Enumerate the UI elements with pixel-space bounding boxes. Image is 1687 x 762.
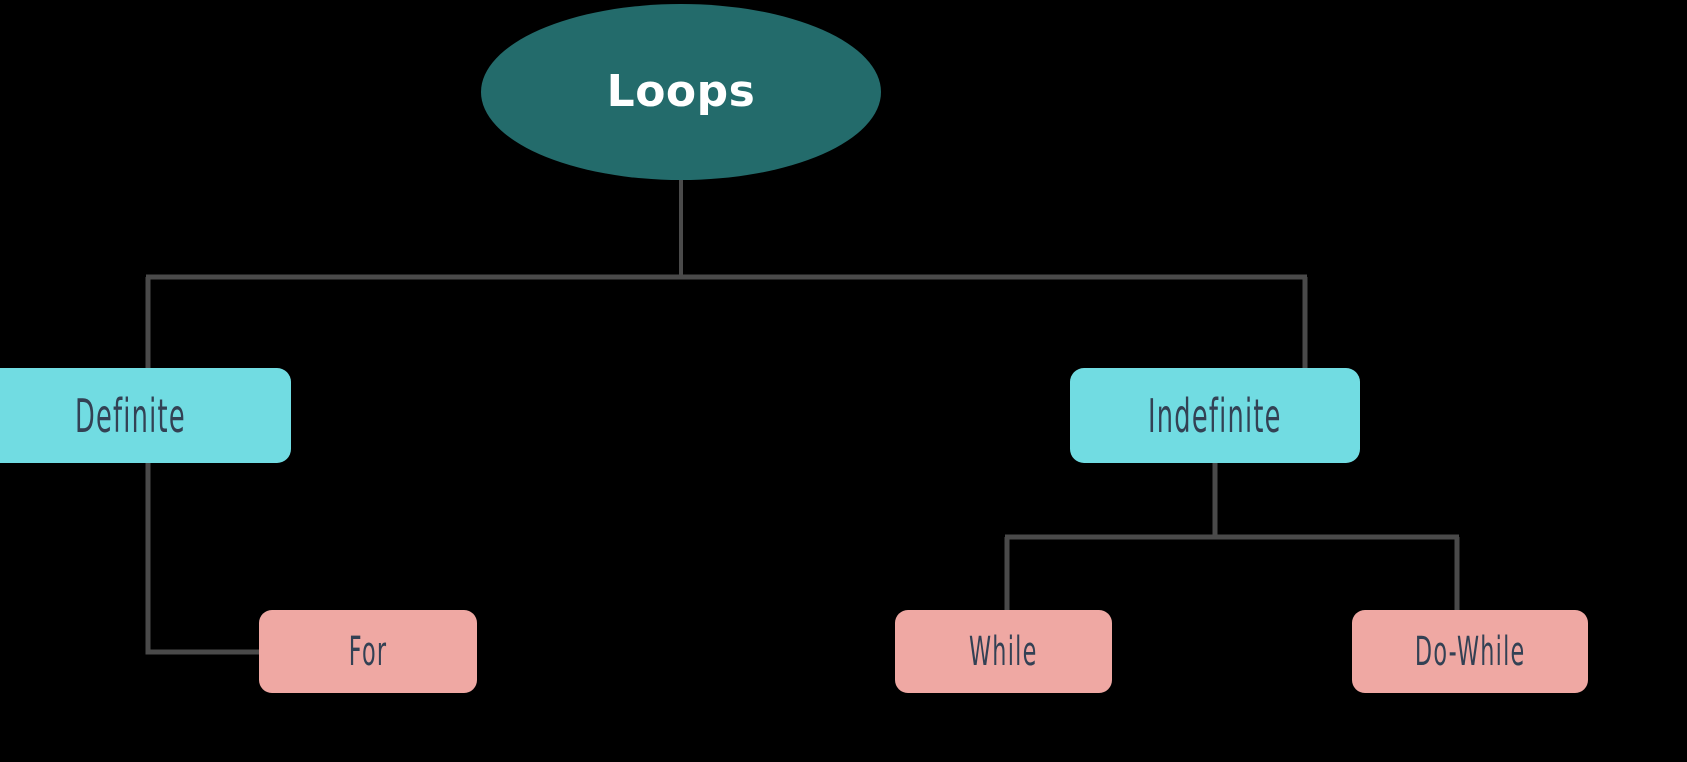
node-for-label: For <box>348 628 388 675</box>
node-for[interactable]: For <box>259 610 477 693</box>
node-definite-label: Definite <box>75 388 186 443</box>
node-loops[interactable]: Loops <box>481 4 881 180</box>
node-loops-label: Loops <box>606 66 756 117</box>
edge-definite-for <box>145 462 262 655</box>
node-definite[interactable]: Definite <box>0 368 291 463</box>
node-while[interactable]: While <box>895 610 1112 693</box>
node-indefinite-label: Indefinite <box>1148 388 1282 443</box>
node-while-label: While <box>969 628 1038 675</box>
node-indefinite[interactable]: Indefinite <box>1070 368 1360 463</box>
node-dowhile-label: Do-While <box>1414 628 1526 675</box>
node-dowhile[interactable]: Do-While <box>1352 610 1588 693</box>
